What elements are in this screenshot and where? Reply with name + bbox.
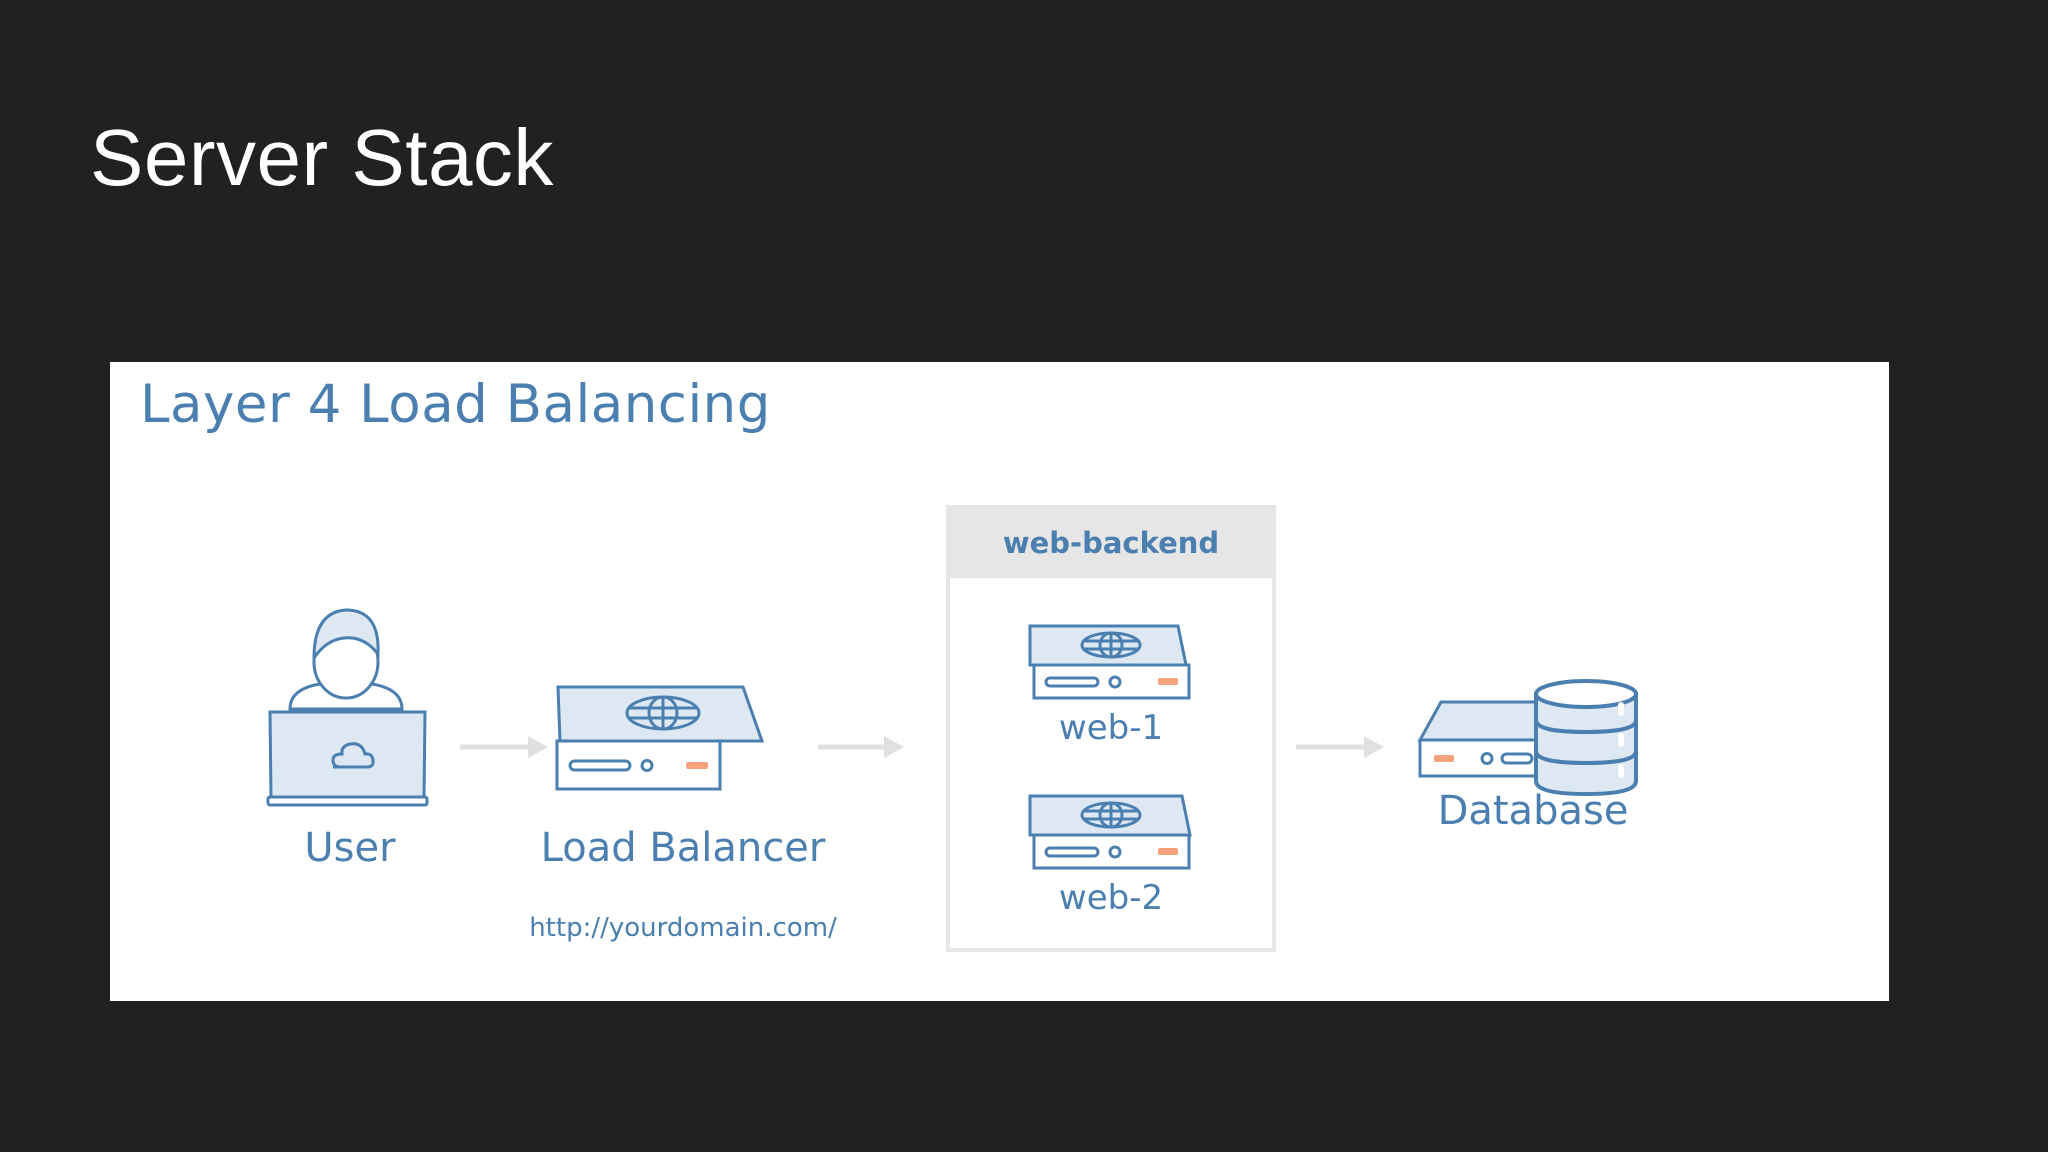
load-balancer-node: Load Balancer http://yourdomain.com/ <box>529 685 837 943</box>
diagram-panel: Layer 4 Load Balancing User <box>110 362 1889 1001</box>
user-person-icon <box>288 608 404 711</box>
database-cylinder-icon <box>1534 679 1638 797</box>
load-balancer-url: http://yourdomain.com/ <box>529 913 837 943</box>
arrow-backend-to-db <box>1296 736 1384 758</box>
web1-node: web-1 <box>1028 624 1191 748</box>
user-node: User <box>266 608 429 871</box>
web1-server-icon <box>1028 624 1191 700</box>
diagram-heading: Layer 4 Load Balancing <box>140 374 771 435</box>
load-balancer-server-icon <box>555 685 765 791</box>
load-balancer-label: Load Balancer <box>541 825 826 871</box>
web2-server-icon <box>1028 794 1192 870</box>
database-label: Database <box>1438 788 1629 834</box>
database-node: Database <box>1417 679 1638 834</box>
globe-icon <box>625 695 701 731</box>
web1-globe-icon <box>1080 631 1142 659</box>
web-backend-label: web-backend <box>1003 526 1219 560</box>
user-label: User <box>304 825 396 871</box>
cloud-icon <box>331 742 375 769</box>
laptop-icon <box>266 710 429 807</box>
arrow-lb-to-backend <box>818 736 904 758</box>
database-server-icon <box>1417 700 1542 778</box>
web1-label: web-1 <box>1059 708 1163 748</box>
web2-globe-icon <box>1080 801 1142 829</box>
slide-title: Server Stack <box>90 113 554 202</box>
diagram-canvas: User Load Balancer http: <box>266 505 1638 952</box>
web2-label: web-2 <box>1059 878 1163 918</box>
web-backend-group: web-backend web-1 <box>946 505 1276 952</box>
arrow-user-to-lb <box>460 736 548 758</box>
web2-node: web-2 <box>1028 794 1192 918</box>
